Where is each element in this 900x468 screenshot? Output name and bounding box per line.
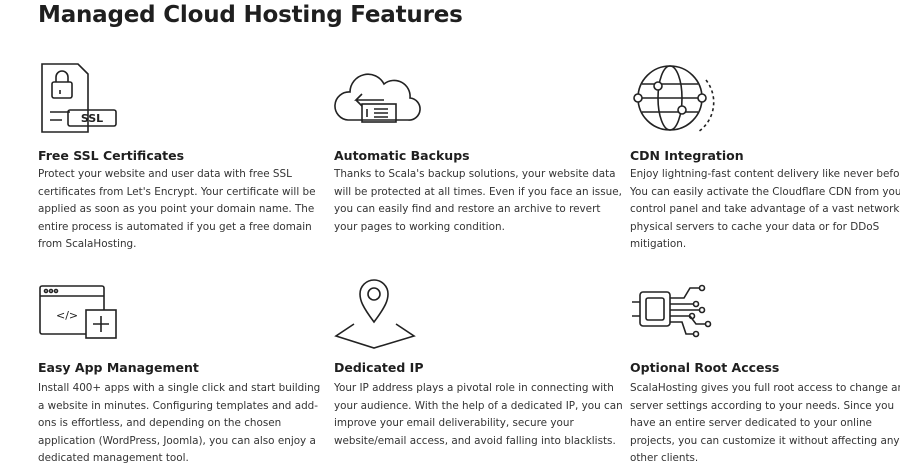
map-pin-icon <box>334 272 424 352</box>
app-window-icon: </> <box>38 272 128 352</box>
cloud-backup-icon <box>334 60 424 140</box>
feature-title: Easy App Management <box>38 360 199 375</box>
svg-text:</>: </> <box>56 309 78 322</box>
ssl-certificate-icon: SSL <box>38 60 128 140</box>
feature-title: Automatic Backups <box>334 148 470 163</box>
feature-description: Your IP address plays a pivotal role in … <box>334 382 623 447</box>
feature-description: Enjoy lightning-fast content delivery li… <box>630 168 900 251</box>
globe-network-icon <box>630 60 720 140</box>
feature-title: CDN Integration <box>630 148 744 163</box>
feature-title: Optional Root Access <box>630 360 780 375</box>
feature-title: Dedicated IP <box>334 360 424 375</box>
feature-title: Free SSL Certificates <box>38 148 185 163</box>
chip-circuit-icon <box>630 272 720 352</box>
svg-text:SSL: SSL <box>81 112 103 125</box>
page-title: Managed Cloud Hosting Features <box>38 2 463 28</box>
feature-description: Thanks to Scala's backup solutions, your… <box>334 168 622 233</box>
feature-description: Protect your website and user data with … <box>38 168 316 251</box>
